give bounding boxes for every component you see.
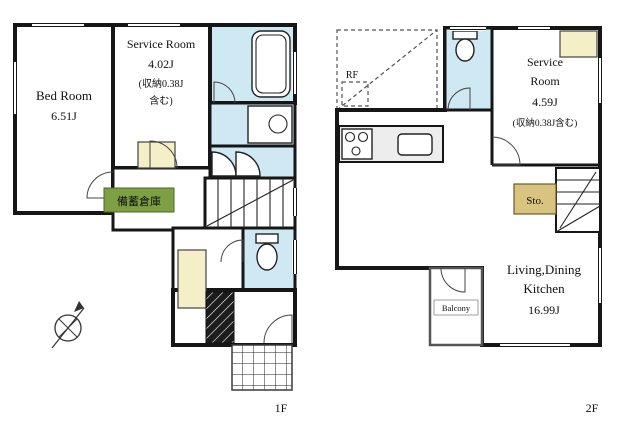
service-room-1f-size: 4.02J: [148, 57, 174, 71]
service-room-2f-name2: Room: [530, 74, 560, 88]
storage-label-1f: 備蓄倉庫: [117, 194, 161, 208]
floor-label-2f: 2F: [586, 401, 599, 415]
floor-plan-2f: RF Service Room 4.59J (収納0.38J含む) Sto. L…: [335, 25, 603, 415]
sto-box-2f: [513, 183, 557, 215]
genkan-hatch: [205, 291, 235, 344]
bathtub-icon: [251, 30, 291, 98]
service-room-2f-note: (収納0.38J含む): [513, 117, 578, 129]
service-room-2f-size: 4.59J: [532, 95, 558, 109]
door-arcs-2f: [440, 87, 521, 293]
windows-2f: [450, 25, 603, 348]
closet-2f: [559, 30, 598, 58]
service-room-2f-name1: Service: [527, 55, 563, 69]
closet-1f: [137, 141, 176, 169]
vanity-sink-icon: [247, 105, 293, 144]
door-arcs-1f: [86, 81, 293, 344]
windows-1f: [12, 22, 298, 274]
storage-label-box-1f: [103, 187, 175, 213]
balcony-label: Balcony: [442, 303, 471, 313]
kitchen-sink-icon: [397, 133, 433, 156]
ldk-name1: Living,Dining: [507, 262, 582, 277]
kitchen-counter-2f: [338, 125, 444, 163]
bedroom-1f: [13, 23, 115, 215]
sto-label-2f: Sto.: [526, 195, 544, 207]
service-room-1f-note1: (収納0.38J: [139, 77, 184, 90]
toilet-icon-2f: [452, 30, 478, 62]
ldk-name2: Kitchen: [523, 281, 565, 296]
bedroom-size: 6.51J: [51, 109, 77, 123]
bedroom-name: Bed Room: [36, 88, 92, 103]
rf-label: RF: [346, 70, 359, 81]
service-room-1f-note2: 含む): [149, 94, 172, 107]
floor-label-1f: 1F: [275, 401, 288, 415]
stairs-treads-1f: [206, 178, 294, 228]
roof-area-rf: [336, 29, 438, 111]
stove-icon: [341, 128, 373, 160]
folding-door-icon: [211, 151, 261, 177]
balcony-2f: [428, 266, 484, 347]
compass-icon: [51, 301, 85, 349]
entrance-steps: [231, 344, 293, 391]
service-room-1f-name: Service Room: [127, 37, 196, 51]
shoe-cabinet-1f: [177, 249, 207, 309]
ldk-size: 16.99J: [528, 303, 560, 317]
stairs-2f: [555, 167, 601, 233]
toilet-icon-1f: [255, 233, 279, 271]
floor-plan-1f: Bed Room 6.51J Service Room 4.02J (収納0.3…: [12, 22, 298, 415]
